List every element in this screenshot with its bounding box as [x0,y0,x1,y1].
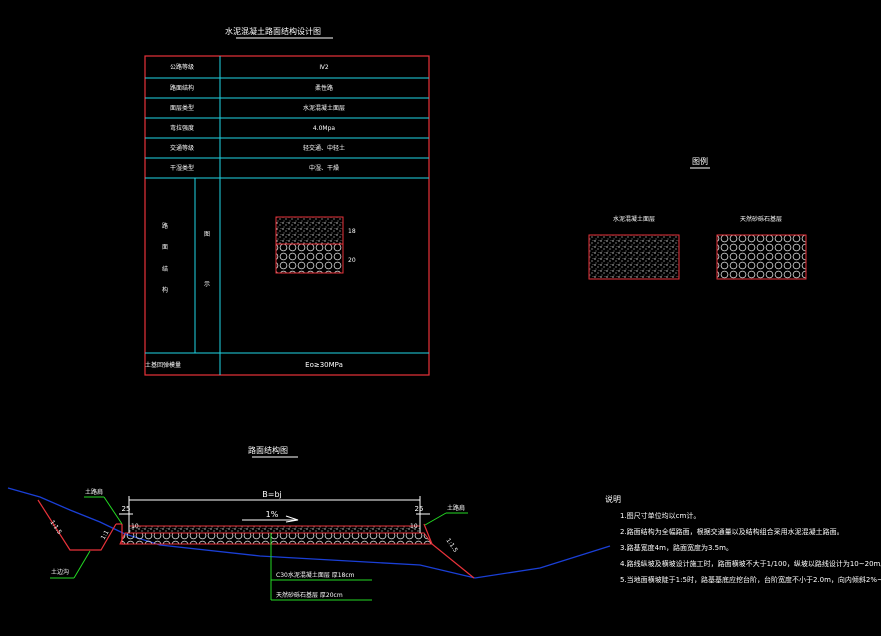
top-title: 水泥混凝土路面结构设计图 [225,26,321,36]
table-row-label: 弯拉强度 [170,124,194,132]
table-row-label: 路面结构 [170,84,194,92]
structure-label-1: 路 [162,222,168,230]
table-row-value: 柔性路 [315,84,333,92]
legend-item-1-swatch [588,234,680,280]
note-line-2: 2.路面结构为全幅路面，根据交通量以及结构组合采用水泥混凝土路面。 [620,527,844,536]
left-ditch-label: 土边沟 [51,568,69,576]
structure-label-4: 构 [162,286,168,294]
left-fill-slope: 1:1.5 [48,519,63,536]
sub-label-2: 示 [204,281,210,288]
width-label: B=bj [262,490,282,499]
right-edge-10: 10 [410,523,418,530]
table-row-label: 干湿类型 [170,164,194,172]
left-offset: 25 [122,505,131,513]
thickness-top: 18 [348,228,356,235]
base-layer-swatch [275,243,344,274]
left-ditch [37,499,117,551]
sub-label-1: 图 [204,231,210,238]
slope-label: 1% [266,510,279,519]
layer2-label: 天然砂砾石基层 厚20cm [276,591,343,599]
structure-label-2: 面 [162,244,168,251]
table-row-value: Ⅳ2 [319,64,329,71]
table-row-label: 公路等级 [170,63,194,71]
pavement-base [119,532,433,545]
bottom-label: 土基回弹模量 [145,361,181,369]
notes-title: 说明 [605,494,621,504]
ground-line [7,487,611,579]
table-row-value: 轻交通、中轻土 [303,144,345,152]
table-row-label: 交通等级 [170,144,194,152]
surface-layer-swatch [275,216,344,245]
legend-title: 图例 [692,156,708,166]
structure-label-3: 结 [162,265,168,273]
note-line-3: 3.路基宽度4m，路面宽度为3.5m。 [620,543,733,552]
legend-item-2-label: 天然砂砾石基层 [740,215,782,223]
layer1-label: C30水泥混凝土面层 厚18cm [276,571,355,579]
right-slope: 1:1.5 [444,537,459,554]
left-shoulder-label: 土路肩 [85,488,103,496]
notes: 说明 1.图尺寸单位均以cm计。 2.路面结构为全幅路面，根据交通量以及结构组合… [605,494,881,584]
right-offset: 25 [415,505,424,513]
legend-item-1-label: 水泥混凝土面层 [613,215,655,223]
cross-section: 路面结构图 B=bj 25 25 10 10 1% 1:1.5 1:1 1 [7,445,611,601]
left-small-slope: 1:1 [100,529,111,541]
right-embankment [423,523,475,579]
table-row-label: 面层类型 [170,104,194,112]
note-line-4: 4.路线纵坡及横坡设计施工时，路面横坡不大于1/100，纵坡以路线设计为10~2… [620,559,881,568]
legend: 图例 水泥混凝土面层 天然砂砾石基层 [588,156,807,280]
bottom-value: Eo≥30MPa [305,361,343,369]
table-row-value: 中湿、干燥 [309,164,339,172]
pavement-surface [128,525,421,534]
note-line-5: 5.当地面横坡陡于1:5时，路基基底应挖台阶，台阶宽度不小于2.0m，向内倾斜2… [620,575,881,584]
right-shoulder-label: 土路肩 [447,504,465,512]
table-row-value: 水泥混凝土面层 [303,104,345,112]
table-row-value: 4.0Mpa [313,125,336,132]
thickness-bottom: 20 [348,257,356,264]
table-frame [144,55,430,376]
note-line-1: 1.图尺寸单位均以cm计。 [620,511,700,520]
legend-item-2-swatch [716,234,807,280]
cross-section-title: 路面结构图 [248,445,288,455]
left-edge-10: 10 [131,523,139,530]
